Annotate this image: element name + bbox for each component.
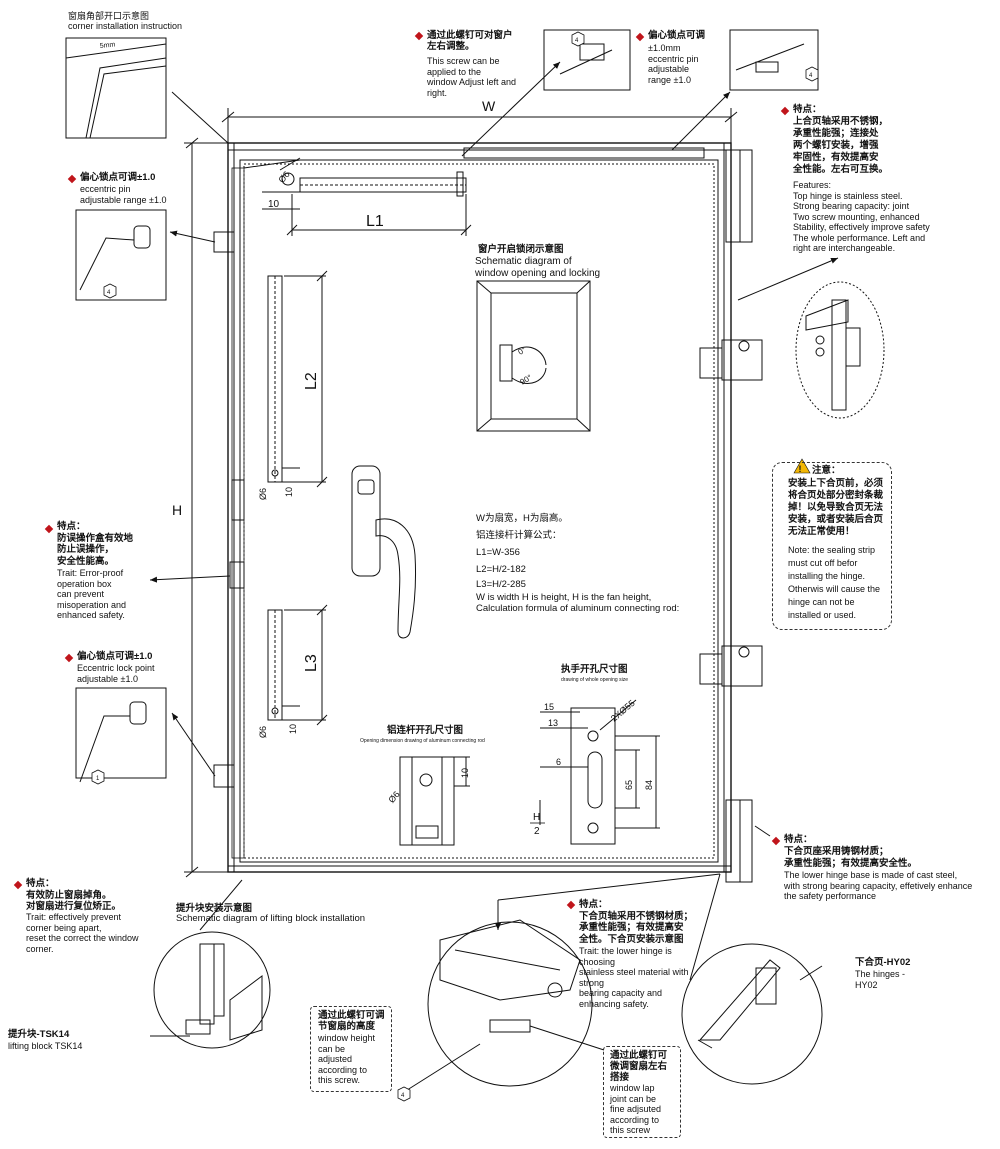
lifting-block-detail-circle <box>153 931 271 1049</box>
sash-inner-frame <box>239 159 719 863</box>
caution-box <box>772 462 892 630</box>
hinge-hy02-detail-circle <box>681 943 823 1085</box>
lifting-label-cn: 提升块-TSK14 <box>8 1029 70 1040</box>
top-eccentric-cn: 偏心锁点可调 <box>648 30 706 41</box>
sash-outer-frame <box>227 142 732 873</box>
svg-text:10: 10 <box>284 487 294 497</box>
l1-label: L1 <box>366 213 384 230</box>
top-screw-en: This screw can be applied to the window … <box>427 56 517 98</box>
formula-line1: 铝连接杆计算公式： <box>476 530 562 541</box>
top-screw-cn: 通过此螺钉可对窗户 左右调整。 <box>427 30 513 52</box>
svg-text:65: 65 <box>624 780 634 790</box>
svg-text:Ø6: Ø6 <box>386 789 401 805</box>
caution-en: Note: the sealing strip must cut off bef… <box>788 545 881 620</box>
rod-hole-en: Opening dimension drawing of aluminum co… <box>360 738 485 744</box>
eccentric-left2-en: Eccentric lock point adjustable ±1.0 <box>77 663 155 684</box>
schematic-open-cn: 窗户开启锁闭示意图 <box>478 244 564 255</box>
svg-text:4: 4 <box>575 38 579 44</box>
lifting-title-cn: 提升块安装示意图 <box>176 903 253 914</box>
svg-text:10: 10 <box>288 724 298 734</box>
top-eccentric-en: ±1.0mm eccentric pin adjustable range ±1… <box>648 43 699 85</box>
eccentric-left1-en: eccentric pin adjustable range ±1.0 <box>80 184 167 205</box>
lower-hinge-base-en: The lower hinge base is made of cast ste… <box>784 870 973 901</box>
lifting-title-en: Schematic diagram of lifting block insta… <box>176 913 366 924</box>
caution-cn: 安装上下合页前，必须 将合页处部分密封条裁 掉！以免导致合页无法 安装，或者安装… <box>788 478 884 537</box>
svg-text:2: 2 <box>534 826 540 837</box>
svg-text:10: 10 <box>460 768 470 778</box>
svg-text:10: 10 <box>268 199 280 210</box>
svg-text:5mm: 5mm <box>99 41 115 50</box>
eccentric-left2-cn: 偏心锁点可调±1.0 <box>77 651 153 662</box>
corner-title-en: corner installation instruction <box>68 21 183 31</box>
svg-text:1: 1 <box>96 776 100 782</box>
svg-text:4: 4 <box>107 290 111 296</box>
top-screw-inset <box>543 29 631 91</box>
eccentric-inset-left2 <box>75 687 167 779</box>
corner-trait-cn: 特点： 有效防止窗扇掉角。 对窗扇进行复位矫正。 <box>26 878 122 912</box>
lifting-label-en: lifting block TSK14 <box>8 1041 83 1051</box>
eccentric-inset-left1 <box>75 209 167 301</box>
schematic-open-en: Schematic diagram of window opening and … <box>475 256 601 279</box>
handle-hole-drawing <box>570 707 616 845</box>
top-hinge-cn: 特点： 上合页轴采用不锈钢， 承重性能强；连接处 两个螺钉安装，增强 牢固性，有… <box>793 104 889 175</box>
window-handle-base <box>351 465 381 577</box>
handle-hole-cn: 执手开孔尺寸图 <box>561 664 628 675</box>
height-screw-cn: 通过此螺钉可调 节窗扇的高度 <box>318 1010 385 1032</box>
lap-screw-cn: 通过此螺钉可 微调窗扇左右 搭接 <box>610 1050 668 1083</box>
top-eccentric-inset <box>729 29 819 91</box>
svg-text:4: 4 <box>401 1093 405 1099</box>
lower-hinge-base-cn: 特点： 下合页座采用铸钢材质； 承重性能强；有效提高安全性。 <box>784 834 918 869</box>
svg-text:90°: 90° <box>519 373 534 387</box>
top-hinge-en: Features: Top hinge is stainless steel. … <box>793 180 930 253</box>
svg-text:Ø6: Ø6 <box>276 169 291 185</box>
svg-text:4: 4 <box>809 73 813 79</box>
lap-screw-box <box>603 1046 681 1138</box>
opening-schematic-outer <box>476 280 591 432</box>
svg-text:84: 84 <box>644 780 654 790</box>
svg-text:!: ! <box>799 464 802 474</box>
corner-title-cn: 窗扇角部开口示意图 <box>68 11 150 21</box>
l2-label: L2 <box>303 372 320 390</box>
svg-text:15: 15 <box>544 702 554 712</box>
lap-screw-en: window lap joint can be fine adjsuted ac… <box>610 1083 662 1135</box>
svg-text:2XØ55: 2XØ55 <box>609 698 637 724</box>
svg-text:Ø6: Ø6 <box>258 488 268 500</box>
hinge-hy02-en: The hinges - HY02 <box>855 969 906 990</box>
svg-text:Ø6: Ø6 <box>258 726 268 738</box>
l3-label: L3 <box>303 654 320 672</box>
warning-icon <box>793 458 811 474</box>
rod-hole-drawing <box>399 756 455 846</box>
h-label: H <box>172 502 182 518</box>
lower-hinge-cn: 特点： 下合页轴采用不锈钢材质； 承重性能强；有效提高安 全性。下合页安装示意图 <box>579 899 694 945</box>
corner-inset-box <box>65 37 167 139</box>
top-hinge-detail-circle <box>795 281 885 419</box>
formula-line2: L1=W-356 <box>476 547 520 558</box>
caution-title: 注意： <box>812 465 841 476</box>
trait-box-cn: 特点： 防误操作盒有效地 防止误操作， 安全性能高。 <box>57 521 134 567</box>
lower-hinge-en: Trait: the lower hinge is choosing stain… <box>579 946 689 1009</box>
corner-trait-en: Trait: effectively prevent corner being … <box>26 912 139 954</box>
svg-text:0°: 0° <box>517 345 528 357</box>
handle-hole-en: drawing of whole opening size <box>561 677 628 683</box>
formula-en: W is width H is height, H is the fan hei… <box>476 592 680 614</box>
hinge-hy02-cn: 下合页-HY02 <box>855 957 911 968</box>
eccentric-left1-cn: 偏心锁点可调±1.0 <box>80 172 156 183</box>
rod-hole-cn: 铝连杆开孔尺寸图 <box>387 725 464 736</box>
formula-line4: L3=H/2-285 <box>476 579 526 590</box>
formula-line3: L2=H/2-182 <box>476 564 526 575</box>
callout-badge <box>103 283 117 299</box>
svg-text:6: 6 <box>556 757 561 767</box>
w-label: W <box>482 98 496 114</box>
svg-text:H: H <box>533 812 540 823</box>
trait-box-en: Trait: Error-proof operation box can pre… <box>57 568 127 620</box>
height-screw-en: window height can be adjusted according … <box>318 1033 376 1085</box>
svg-text:13: 13 <box>548 718 558 728</box>
formula-line0: W为扇宽，H为扇高。 <box>476 513 568 524</box>
height-screw-box <box>310 1006 392 1092</box>
